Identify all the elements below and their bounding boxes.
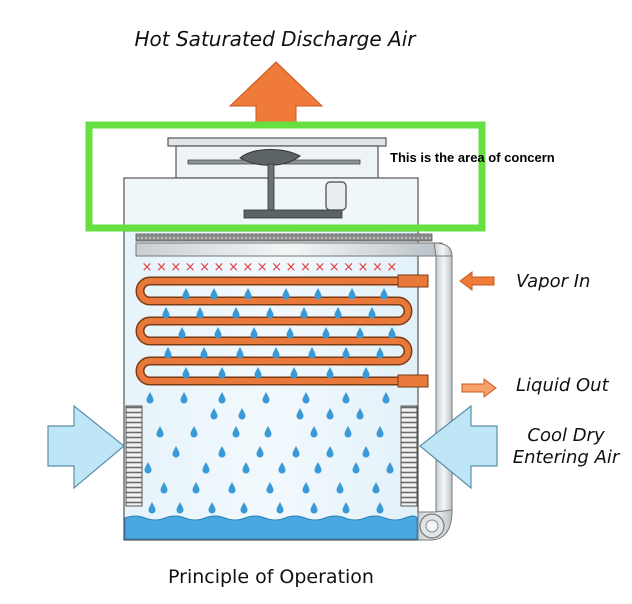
drift-eliminator: ××××××××××××××××××: [142, 260, 398, 275]
x-mark: ×: [185, 260, 196, 275]
diagram-caption: Principle of Operation: [168, 566, 374, 588]
x-mark: ×: [257, 260, 268, 275]
cool-dry-label-line2: Entering Air: [513, 447, 621, 468]
x-mark: ×: [228, 260, 239, 275]
x-mark: ×: [329, 260, 340, 275]
x-mark: ×: [372, 260, 383, 275]
condenser-coil: [135, 274, 429, 388]
x-mark: ×: [271, 260, 282, 275]
left-louver: [125, 405, 143, 507]
liquid-out-label: Liquid Out: [516, 375, 610, 396]
fan-housing: [123, 137, 419, 232]
liquid-out-arrow-icon: [461, 378, 497, 398]
x-mark: ×: [286, 260, 297, 275]
x-mark: ×: [386, 260, 397, 275]
area-of-concern-label: This is the area of concern: [390, 150, 555, 165]
cool-dry-label-line1: Cool Dry: [527, 425, 605, 446]
x-mark: ×: [142, 260, 153, 275]
spray-header: [135, 233, 433, 242]
left-air-in-arrow-icon: [47, 404, 125, 490]
x-mark: ×: [300, 260, 311, 275]
x-mark: ×: [343, 260, 354, 275]
discharge-air-label: Hot Saturated Discharge Air: [135, 27, 418, 51]
water-basin: [124, 515, 418, 540]
x-mark: ×: [242, 260, 253, 275]
area-of-concern-highlight: [85, 121, 486, 232]
x-mark: ×: [156, 260, 167, 275]
x-mark: ×: [314, 260, 325, 275]
x-mark: ×: [199, 260, 210, 275]
discharge-arrow-icon: [228, 61, 324, 127]
motor-icon: [325, 181, 347, 211]
right-air-in-arrow-icon: [419, 404, 498, 490]
vapor-in-arrow-icon: [459, 271, 495, 291]
x-mark: ×: [170, 260, 181, 275]
x-mark: ×: [358, 260, 369, 275]
x-mark: ×: [214, 260, 225, 275]
vapor-in-label: Vapor In: [516, 271, 590, 292]
right-louver: [400, 405, 418, 507]
